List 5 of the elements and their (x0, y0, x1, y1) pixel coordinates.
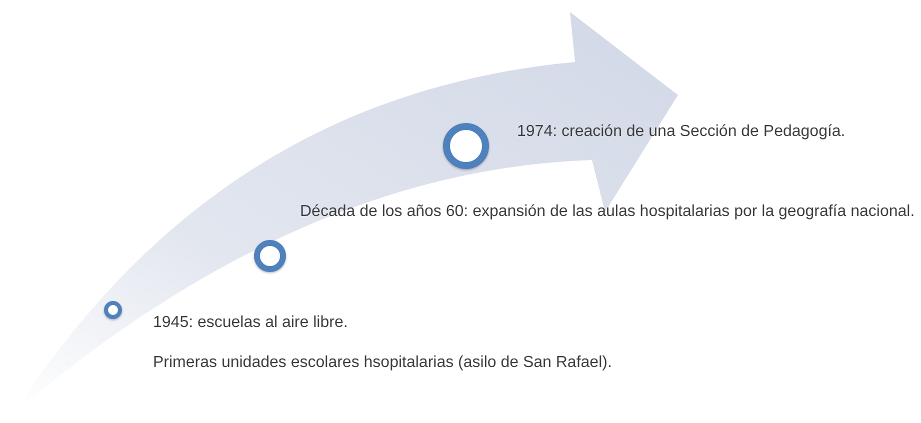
timeline-marker (254, 240, 286, 272)
event-text: 1974: creación de una Sección de Pedagogía. (517, 122, 846, 142)
event-text: 1945: escuelas al aire libre. (153, 313, 349, 333)
event-text: Primeras unidades escolares hsopitalarias (asilo de San Rafael). (153, 353, 613, 373)
event-text: Década de los años 60: expansión de las aulas hospitalarias por la geografía nacional. (300, 202, 916, 222)
